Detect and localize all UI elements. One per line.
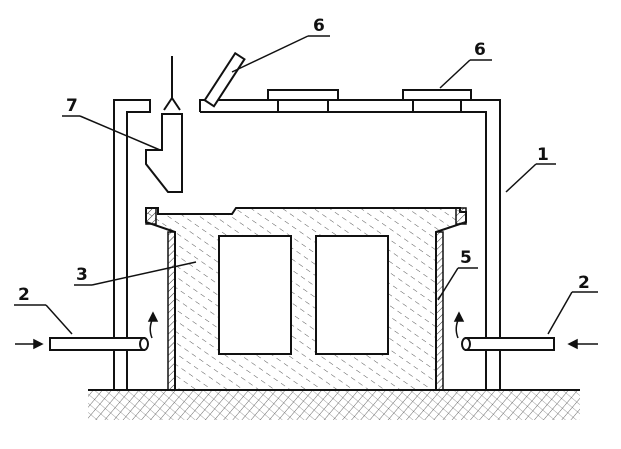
lid-covers: [203, 51, 472, 113]
leader-lines: [14, 35, 598, 335]
label-2-left: 2: [18, 285, 30, 305]
label-2-right: 2: [578, 273, 590, 293]
label-5: 5: [460, 248, 472, 268]
label-7: 7: [66, 96, 78, 116]
concrete-block: [145, 207, 467, 391]
label-1: 1: [537, 145, 549, 165]
callout-labels: 1 2 2 3 5 6 6 7: [18, 16, 590, 305]
label-3: 3: [76, 265, 88, 285]
bucket-hook: [145, 56, 183, 193]
form-walls: [167, 231, 444, 391]
flow-arrows: [15, 311, 598, 350]
label-6-left: 6: [313, 16, 325, 36]
steam-pipes: [49, 337, 555, 351]
label-6-right: 6: [474, 40, 486, 60]
ground-slab: [88, 389, 580, 420]
chamber-hood: [113, 99, 501, 391]
